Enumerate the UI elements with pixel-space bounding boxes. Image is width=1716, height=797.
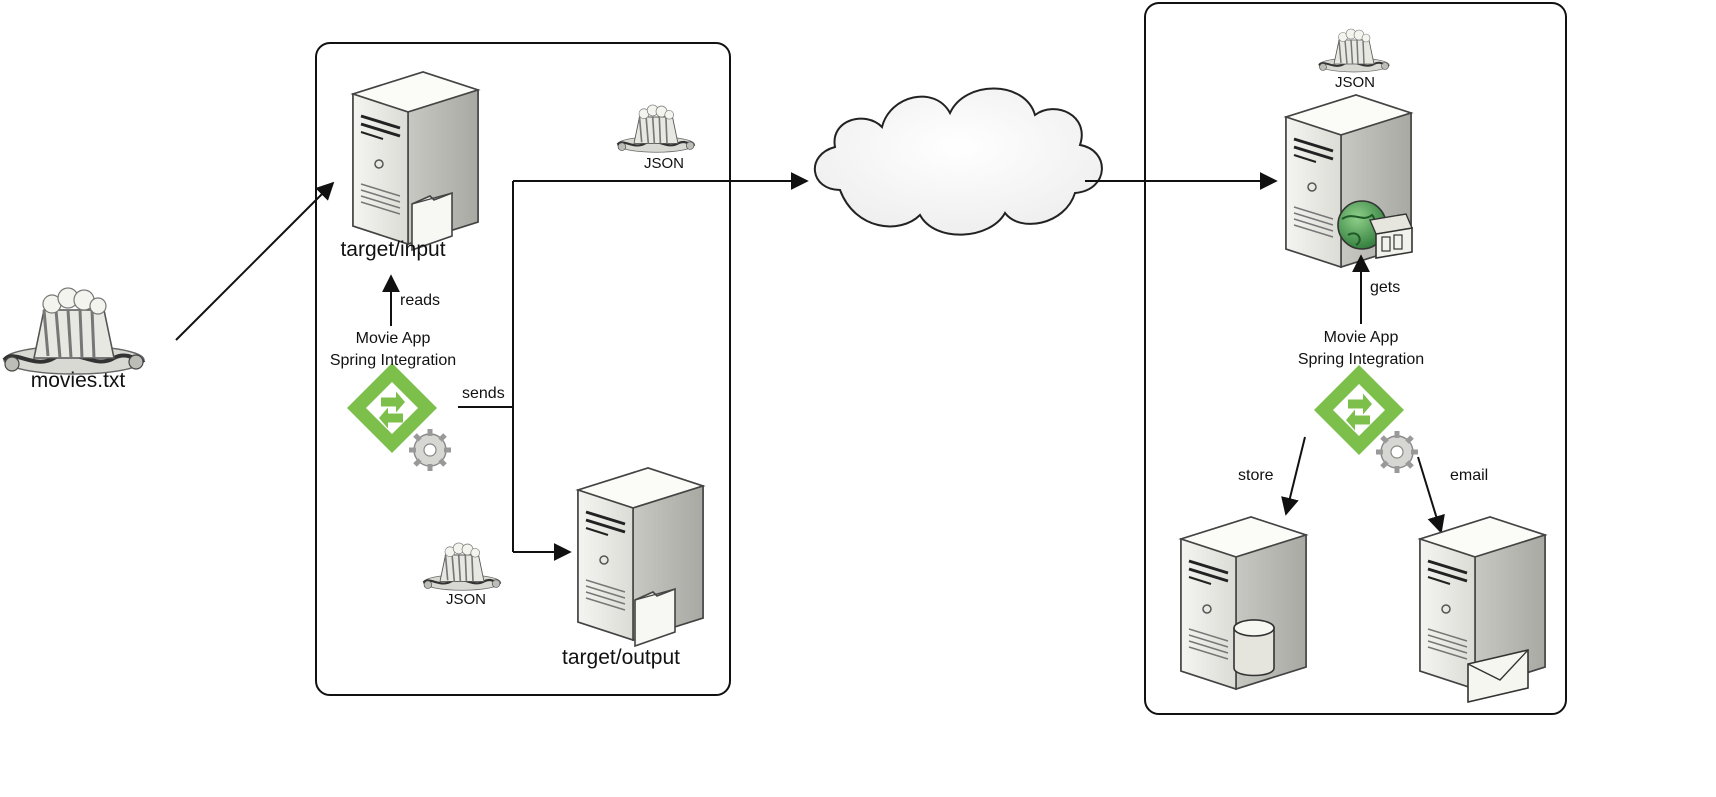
sends-label: sends <box>462 385 505 402</box>
email-label: email <box>1450 467 1489 484</box>
film-reel-icon <box>2 286 146 376</box>
json-icon-right <box>1318 28 1390 73</box>
output-folder-label: target/output <box>562 646 680 669</box>
spring-integration-icon <box>347 363 451 471</box>
app-subtitle-label: Spring Integration <box>329 352 457 369</box>
app-subtitle-label-right: Spring Integration <box>1297 351 1425 368</box>
cloud-icon <box>814 87 1103 236</box>
right-panel-frame <box>1144 2 1567 715</box>
arrow-store <box>1281 436 1306 516</box>
database-icon <box>1233 619 1275 677</box>
arrow-email <box>1417 456 1445 534</box>
gets-label: gets <box>1370 279 1401 296</box>
json-label-right: JSON <box>1334 74 1376 91</box>
json-icon-top <box>616 103 696 154</box>
json-label-bottom: JSON <box>445 591 487 608</box>
source-filename: movies.txt <box>30 369 126 392</box>
folder-icon <box>634 588 676 647</box>
spring-integration-icon <box>1314 365 1418 473</box>
json-icon-bottom <box>422 541 502 592</box>
left-panel-frame <box>315 42 731 696</box>
arrow-source-to-input <box>175 181 335 341</box>
json-label-top: JSON <box>643 155 685 172</box>
envelope-icon <box>1467 648 1529 704</box>
input-folder-label: target/input <box>340 238 446 261</box>
reads-label: reads <box>400 292 441 309</box>
store-label: store <box>1238 467 1274 484</box>
app-name-label-right: Movie App <box>1323 329 1399 346</box>
film-clip-icon <box>1369 213 1413 259</box>
app-name-label: Movie App <box>355 330 431 347</box>
